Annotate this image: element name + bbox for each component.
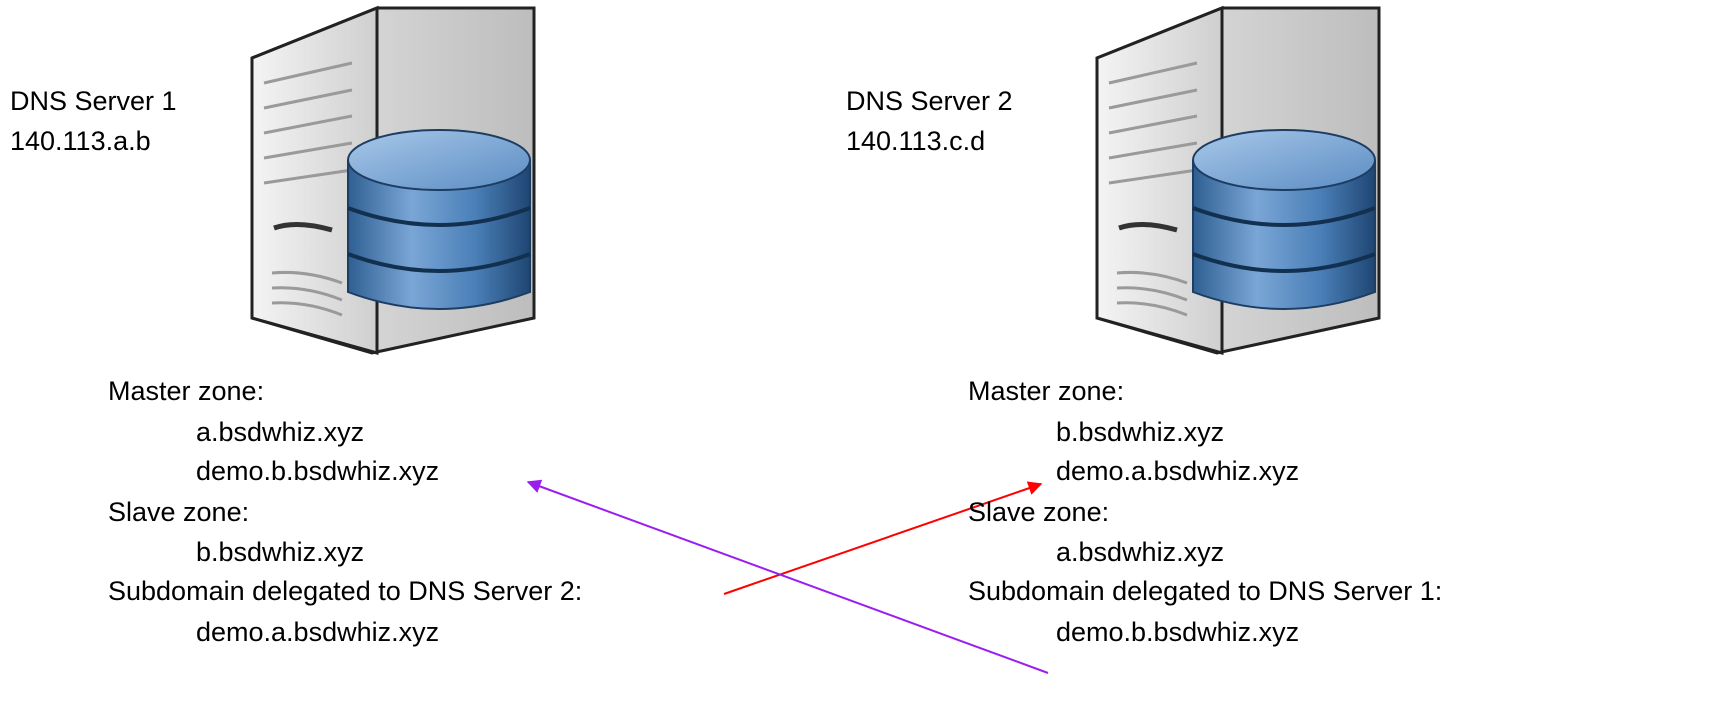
server-2-master-zone: b.bsdwhiz.xyz [1056,417,1225,447]
arrow-server2-to-server1 [526,479,1049,674]
server-1-slave-zone: b.bsdwhiz.xyz [196,537,365,567]
server-1-icon [250,5,536,355]
server-2-master-zone: demo.a.bsdwhiz.xyz [1056,456,1300,486]
server-2-slave-zone: a.bsdwhiz.xyz [1056,537,1225,567]
server-2-slave-label: Slave zone: [968,497,1110,527]
server-2-delegated-zone: demo.b.bsdwhiz.xyz [1056,617,1300,647]
arrow-server1-to-server2 [723,481,1043,595]
server-1-delegated-zone: demo.a.bsdwhiz.xyz [196,617,440,647]
server-2-master-label: Master zone: [968,376,1125,406]
server-1-delegated-label: Subdomain delegated to DNS Server 2: [108,576,583,606]
server-1-ip: 140.113.a.b [10,126,151,156]
server-1-master-zone: a.bsdwhiz.xyz [196,417,365,447]
server-1-slave-label: Slave zone: [108,497,250,527]
server-1-name: DNS Server 1 [10,86,177,116]
server-1-master-label: Master zone: [108,376,265,406]
server-2-icon [1095,5,1381,355]
server-2-delegated-label: Subdomain delegated to DNS Server 1: [968,576,1443,606]
server-1-master-zone: demo.b.bsdwhiz.xyz [196,456,440,486]
server-2-ip: 140.113.c.d [846,126,986,156]
server-2-name: DNS Server 2 [846,86,1013,116]
